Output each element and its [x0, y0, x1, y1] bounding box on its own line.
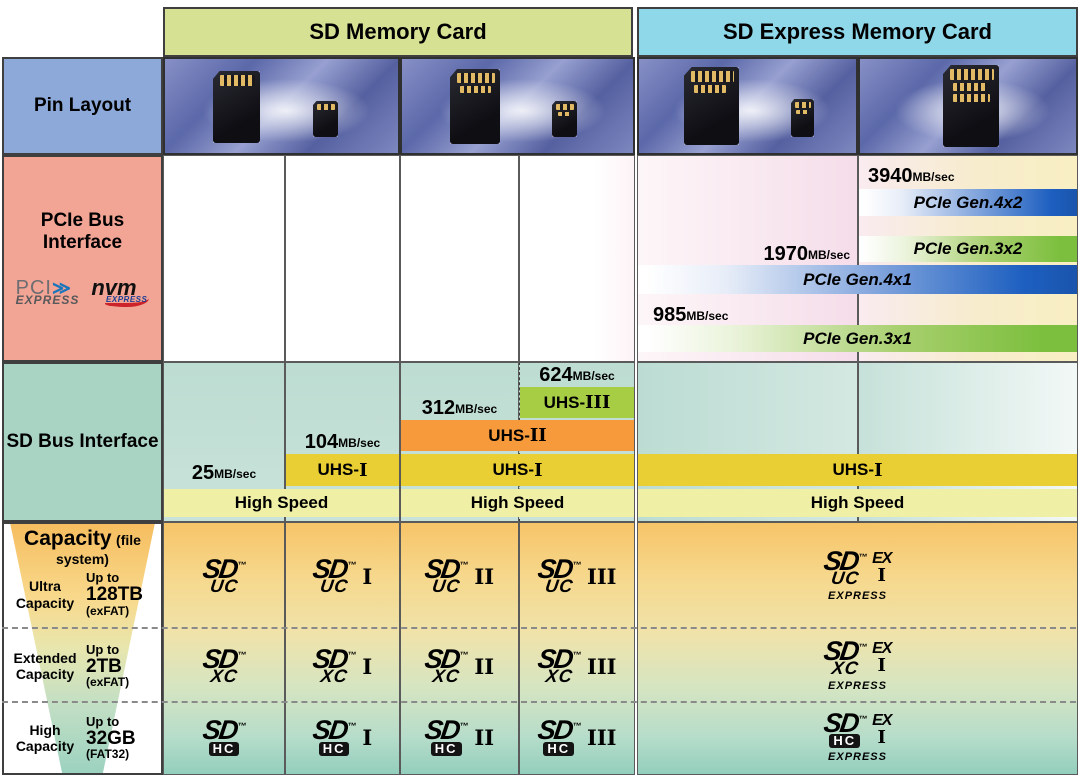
header-sd-express-memory-card: SD Express Memory Card	[637, 7, 1078, 57]
tier-ultra-size: 128TB	[86, 584, 144, 606]
logo-sdhc-iii: SD™ HC III	[535, 715, 617, 756]
tier-ultra-filesystem: (exFAT)	[86, 603, 130, 618]
pci-express-logo-icon: PCI≫ EXPRESS	[15, 277, 80, 308]
nvm-express-logo-icon: nvm EXPRESS	[91, 275, 150, 307]
pcie-cell-col2	[285, 155, 400, 362]
header-sd-memory-card: SD Memory Card	[163, 7, 633, 57]
capacity-col3: SD™ UC II SD™ XC II SD™ HC II	[400, 522, 519, 775]
nvm-express-text: EXPRESS	[106, 295, 148, 305]
sd-uhs2-card-back-image	[450, 69, 500, 144]
logo-sdhc: SD™ HC	[200, 715, 247, 756]
bar-uhs3: UHS-III	[520, 387, 634, 418]
pcie-cell-col4	[519, 155, 635, 362]
header-express-label: SD Express Memory Card	[723, 19, 992, 44]
bar-pcie-gen3x1: PCIe Gen.3x1	[638, 325, 1077, 352]
dashed-separator-extended-high	[2, 701, 1076, 703]
pcie-cell-col3	[400, 155, 519, 362]
logo-sduc: SD™ UC	[200, 553, 247, 596]
tier-extended-filesystem: (exFAT)	[86, 675, 130, 690]
row-label-pcie-bus: PCIe Bus Interface PCI≫ EXPRESS nvm EXPR…	[2, 155, 163, 362]
dashed-separator-ultra-extended	[2, 627, 1076, 629]
sd-express-card-back-image	[684, 67, 739, 145]
tier-ultra-upto: Up to	[86, 570, 120, 586]
tier-ultra-name: Ultra Capacity	[15, 578, 75, 611]
sd-express-3row-card-back-image	[943, 65, 999, 147]
pci-express-text: EXPRESS	[15, 293, 80, 308]
capacity-col4: SD™ UC III SD™ XC III SD™ HC III	[519, 522, 635, 775]
capacity-title: Capacity	[24, 527, 112, 550]
nvm-swoosh-icon	[105, 296, 150, 307]
tier-high-name: High Capacity	[15, 721, 75, 754]
tier-extended-name: Extended Capacity	[13, 649, 77, 682]
capacity-col2: SD™ UC I SD™ XC I SD™ HC I	[285, 522, 400, 775]
bar-pcie-gen4x2: PCIe Gen.4x2	[859, 189, 1077, 216]
tier-high-capacity: High Capacity Up to 32GB (FAT32)	[4, 703, 161, 773]
bar-high-speed-2: High Speed	[401, 489, 634, 517]
bar-uhs1-express: UHS-I	[638, 454, 1077, 486]
pin-layout-label: Pin Layout	[33, 95, 132, 116]
header-sd-label: SD Memory Card	[309, 19, 487, 44]
pcie-bus-label: PCIe Bus Interface	[40, 210, 125, 254]
microsd-express-card-back-image	[791, 99, 814, 137]
pcie-logos: PCI≫ EXPRESS nvm EXPRESS	[15, 275, 150, 308]
row-label-capacity: Capacity (file system) Ultra Capacity Up…	[2, 522, 163, 775]
sd-card-back-image	[213, 71, 260, 143]
pin-cell-sd-uhs1	[163, 57, 400, 155]
capacity-heading: Capacity (file system)	[4, 527, 161, 569]
pci-arrow-icon: ≫	[51, 278, 71, 299]
logo-sdhc-i: SD™ HC I	[310, 715, 373, 756]
pin-cell-sd-uhs2	[400, 57, 635, 155]
bar-pcie-gen4x1: PCIe Gen.4x1	[638, 265, 1077, 294]
logo-sdhc-express: SD™ HC EX I EXPRESS	[821, 707, 893, 764]
row-label-sd-bus: SD Bus Interface	[2, 362, 163, 522]
bar-high-speed-express: High Speed	[638, 489, 1077, 517]
capacity-col-express: SD™ UC EX I EXPRESS SD™ XC EX I EXPRESS …	[637, 522, 1078, 775]
logo-sdxc-express: SD™ XC EX I EXPRESS	[821, 636, 893, 692]
capacity-col1: SD™ UC SD™ XC SD™ HC	[163, 522, 285, 775]
microsd-uhs2-card-back-image	[552, 101, 577, 137]
logo-sdxc: SD™ XC	[200, 643, 247, 686]
bar-uhs1-sd-uhs2col: UHS-I	[401, 454, 634, 486]
pin-cell-sd-express-dual	[858, 57, 1078, 155]
tier-extended-upto: Up to	[86, 641, 120, 657]
microsd-card-back-image	[313, 101, 338, 137]
tier-high-filesystem: (FAT32)	[86, 747, 130, 762]
logo-sdxc-i: SD™ XC I	[310, 643, 373, 686]
logo-sdxc-iii: SD™ XC III	[535, 643, 617, 686]
tier-ultra-capacity: Ultra Capacity Up to 128TB (exFAT)	[4, 560, 161, 629]
pci-text: PCI	[15, 277, 52, 300]
logo-sduc-ii: SD™ UC II	[422, 553, 495, 596]
logo-sduc-i: SD™ UC I	[310, 553, 373, 596]
nvm-text: nvm	[91, 275, 137, 301]
tier-high-upto: Up to	[86, 713, 120, 729]
pcie-cell-col1	[163, 155, 285, 362]
logo-sdhc-ii: SD™ HC II	[422, 715, 495, 756]
logo-sduc-express: SD™ UC EX I EXPRESS	[821, 546, 893, 602]
pin-cell-sd-express	[637, 57, 858, 155]
bar-high-speed-1: High Speed	[164, 489, 399, 517]
logo-sdxc-ii: SD™ XC II	[422, 643, 495, 686]
tier-extended-size: 2TB	[86, 655, 122, 677]
bar-uhs2: UHS-II	[401, 420, 634, 451]
logo-sduc-iii: SD™ UC III	[535, 553, 617, 596]
bar-uhs1-sd: UHS-I	[286, 454, 399, 486]
tier-high-size: 32GB	[86, 727, 136, 749]
tier-extended-capacity: Extended Capacity Up to 2TB (exFAT)	[4, 629, 161, 703]
row-label-pin-layout: Pin Layout	[2, 57, 163, 155]
bar-pcie-gen3x2: PCIe Gen.3x2	[859, 236, 1077, 262]
capacity-subtitle: (file system)	[56, 532, 141, 567]
sd-bus-label: SD Bus Interface	[6, 431, 159, 452]
